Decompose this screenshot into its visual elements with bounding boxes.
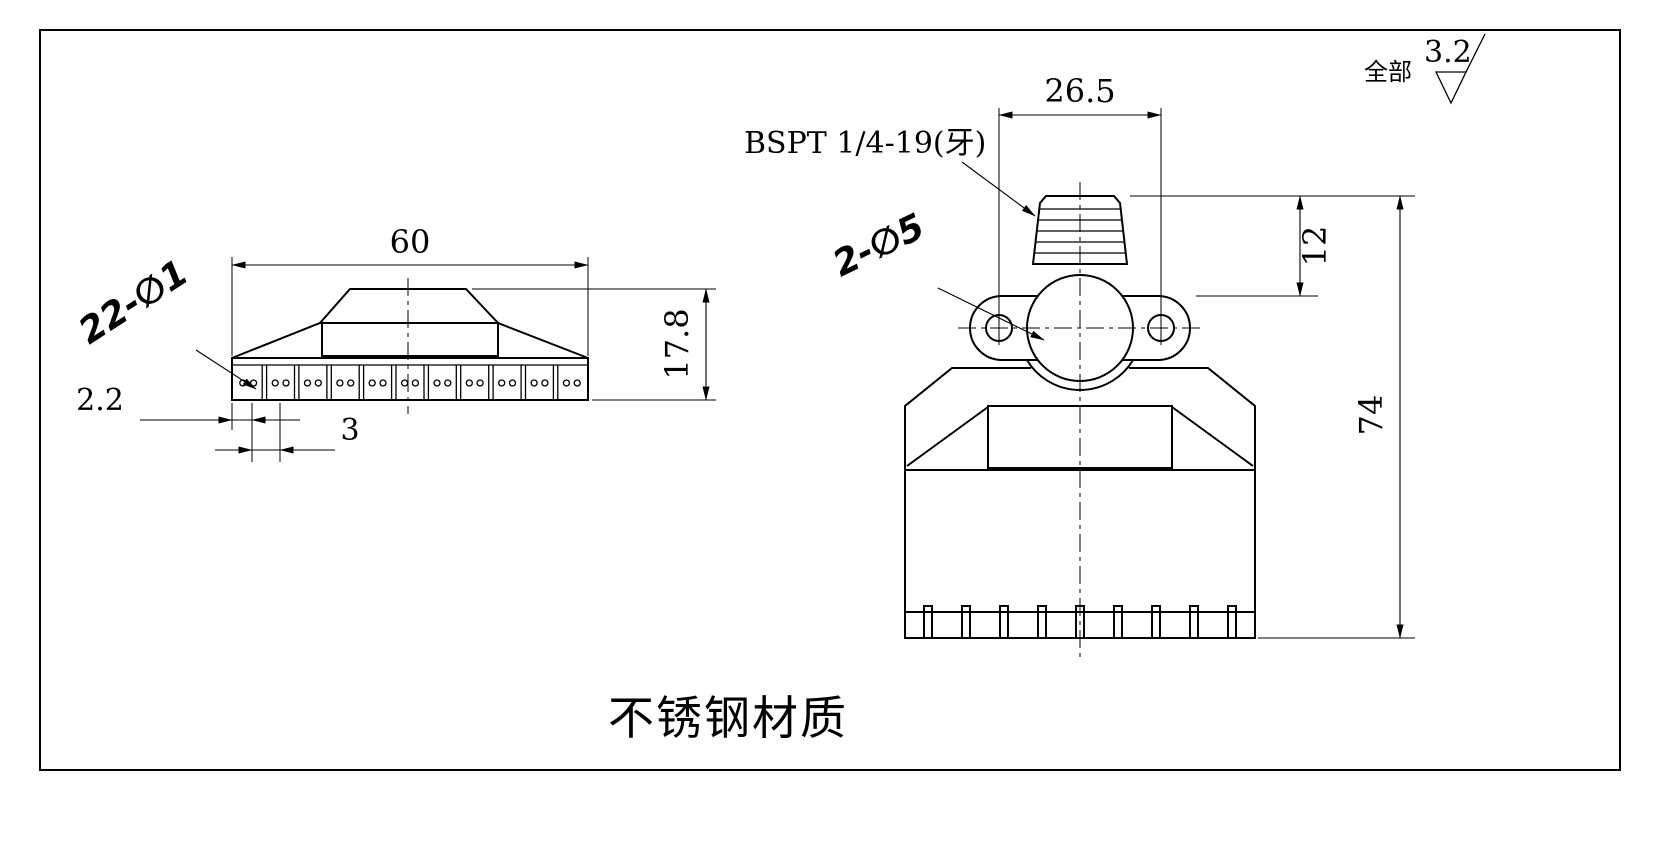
front-view-centerlines	[958, 182, 1202, 660]
label-thread-bspt: BSPT 1/4-19(牙)	[744, 126, 1036, 217]
dim-height-label: 17.8	[658, 308, 696, 379]
edge-offset-label: 2.2	[76, 383, 124, 418]
hole-spacing-label: 26.5	[1044, 72, 1115, 110]
front-holes-label: 2-∅5	[827, 206, 931, 285]
surface-finish-note: 全部 3.2	[1364, 33, 1486, 105]
label-holes-22x1: 22-∅1	[72, 252, 257, 390]
dim-width-60: 60	[231, 223, 589, 356]
side-view: 60 17.8 22-∅1 2.2 3	[72, 223, 716, 462]
material-note: 不锈钢材质	[608, 691, 848, 745]
pitch-label: 3	[340, 413, 359, 448]
side-view-body	[231, 288, 589, 401]
surface-roughness-label: 3.2	[1424, 35, 1472, 70]
overall-height-label: 74	[1352, 395, 1390, 436]
dim-width-label: 60	[390, 223, 431, 261]
thread-length-label: 12	[1296, 226, 1334, 267]
surface-scope-label: 全部	[1364, 58, 1412, 86]
dim-overall-height-74: 74	[1258, 195, 1415, 639]
dim-hole-pitch-3: 3	[215, 403, 360, 462]
dim-height-17-8: 17.8	[472, 288, 716, 401]
surface-roughness-icon	[1434, 33, 1486, 105]
dim-hole-spacing-26-5: 26.5	[998, 72, 1162, 345]
drawing-border	[39, 29, 1621, 771]
front-view: 26.5 BSPT 1/4-19(牙) 2-∅5 12 74	[744, 72, 1415, 660]
side-holes-label: 22-∅1	[72, 252, 196, 352]
thread-label: BSPT 1/4-19(牙)	[744, 126, 986, 161]
dim-thread-length-12: 12	[1130, 195, 1415, 297]
